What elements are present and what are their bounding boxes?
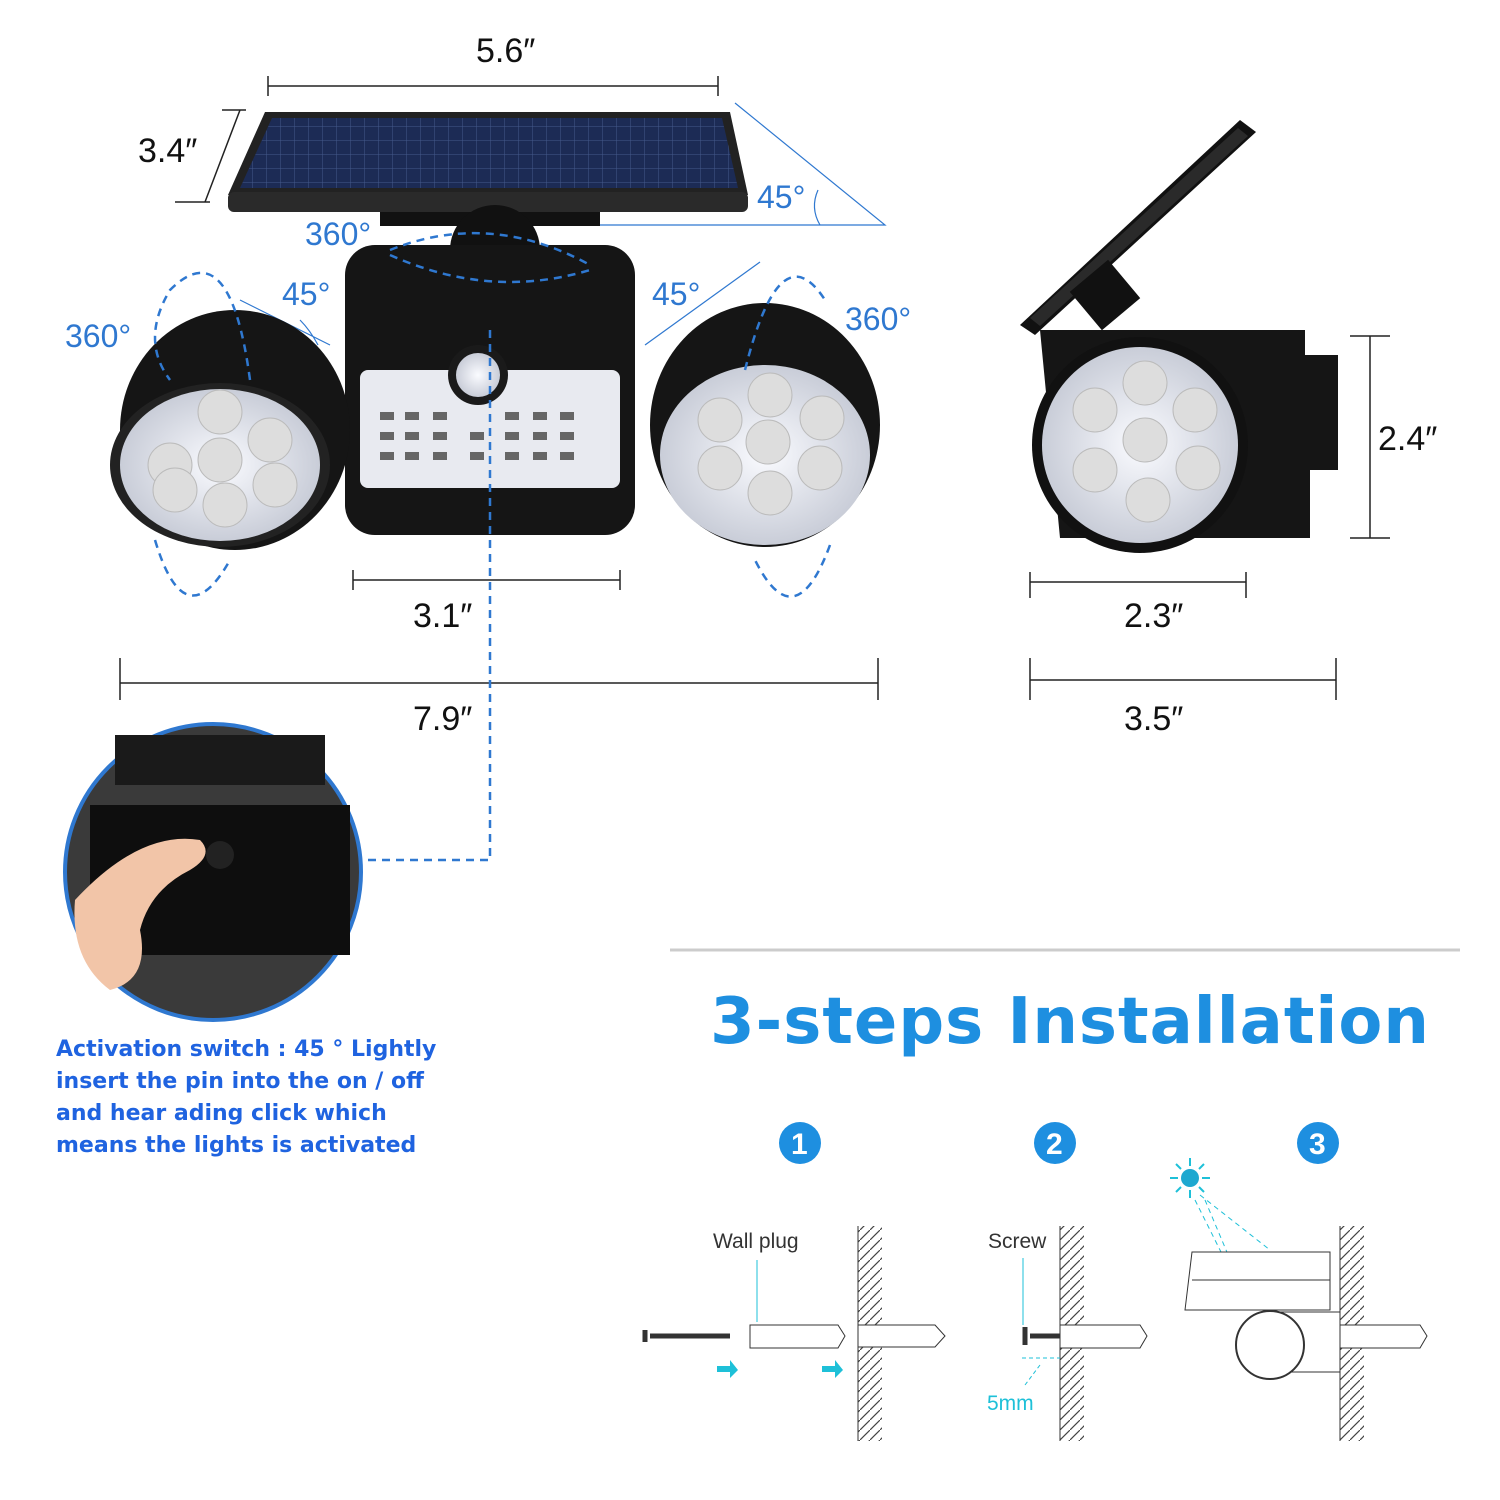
panel-width-label: 5.6″	[476, 32, 535, 70]
side-head-width-label: 2.3″	[1124, 597, 1183, 635]
side-height-label: 2.4″	[1378, 420, 1437, 458]
right-light-head	[650, 303, 880, 547]
right-rotation-label: 360°	[845, 301, 911, 337]
panel-tilt-label: 45°	[757, 179, 805, 215]
total-width-label: 7.9″	[413, 700, 472, 738]
step-3: 3	[1170, 1122, 1428, 1441]
left-tilt-label: 45°	[282, 276, 330, 312]
svg-text:2: 2	[1046, 1128, 1063, 1161]
left-rotation-label: 360°	[65, 318, 131, 354]
panel-depth-label: 3.4″	[138, 132, 197, 170]
activation-switch-closeup	[63, 722, 363, 1022]
left-light-head	[110, 310, 350, 550]
side-total-width-label: 3.5″	[1124, 700, 1183, 738]
svg-text:1: 1	[791, 1128, 808, 1161]
center-rotation-label: 360°	[305, 216, 371, 252]
svg-text:3: 3	[1309, 1128, 1326, 1161]
wall-plug-label: Wall plug	[713, 1230, 799, 1253]
step-2: 2 Screw 5mm	[987, 1122, 1148, 1441]
right-tilt-label: 45°	[652, 276, 700, 312]
center-width-label: 3.1″	[413, 597, 472, 635]
dimension-lines	[119, 76, 1390, 700]
activation-switch-note: Activation switch : 45 ° Lightly insert …	[56, 1037, 437, 1158]
side-view-light	[1020, 120, 1338, 553]
step-1: 1 Wall plug	[642, 1122, 946, 1441]
rotation-arrows	[153, 231, 832, 862]
5mm-label: 5mm	[987, 1392, 1034, 1415]
installation-title: 3-steps Installation	[710, 985, 1430, 1059]
sun-icon	[1170, 1158, 1210, 1198]
screw-label: Screw	[988, 1230, 1047, 1253]
